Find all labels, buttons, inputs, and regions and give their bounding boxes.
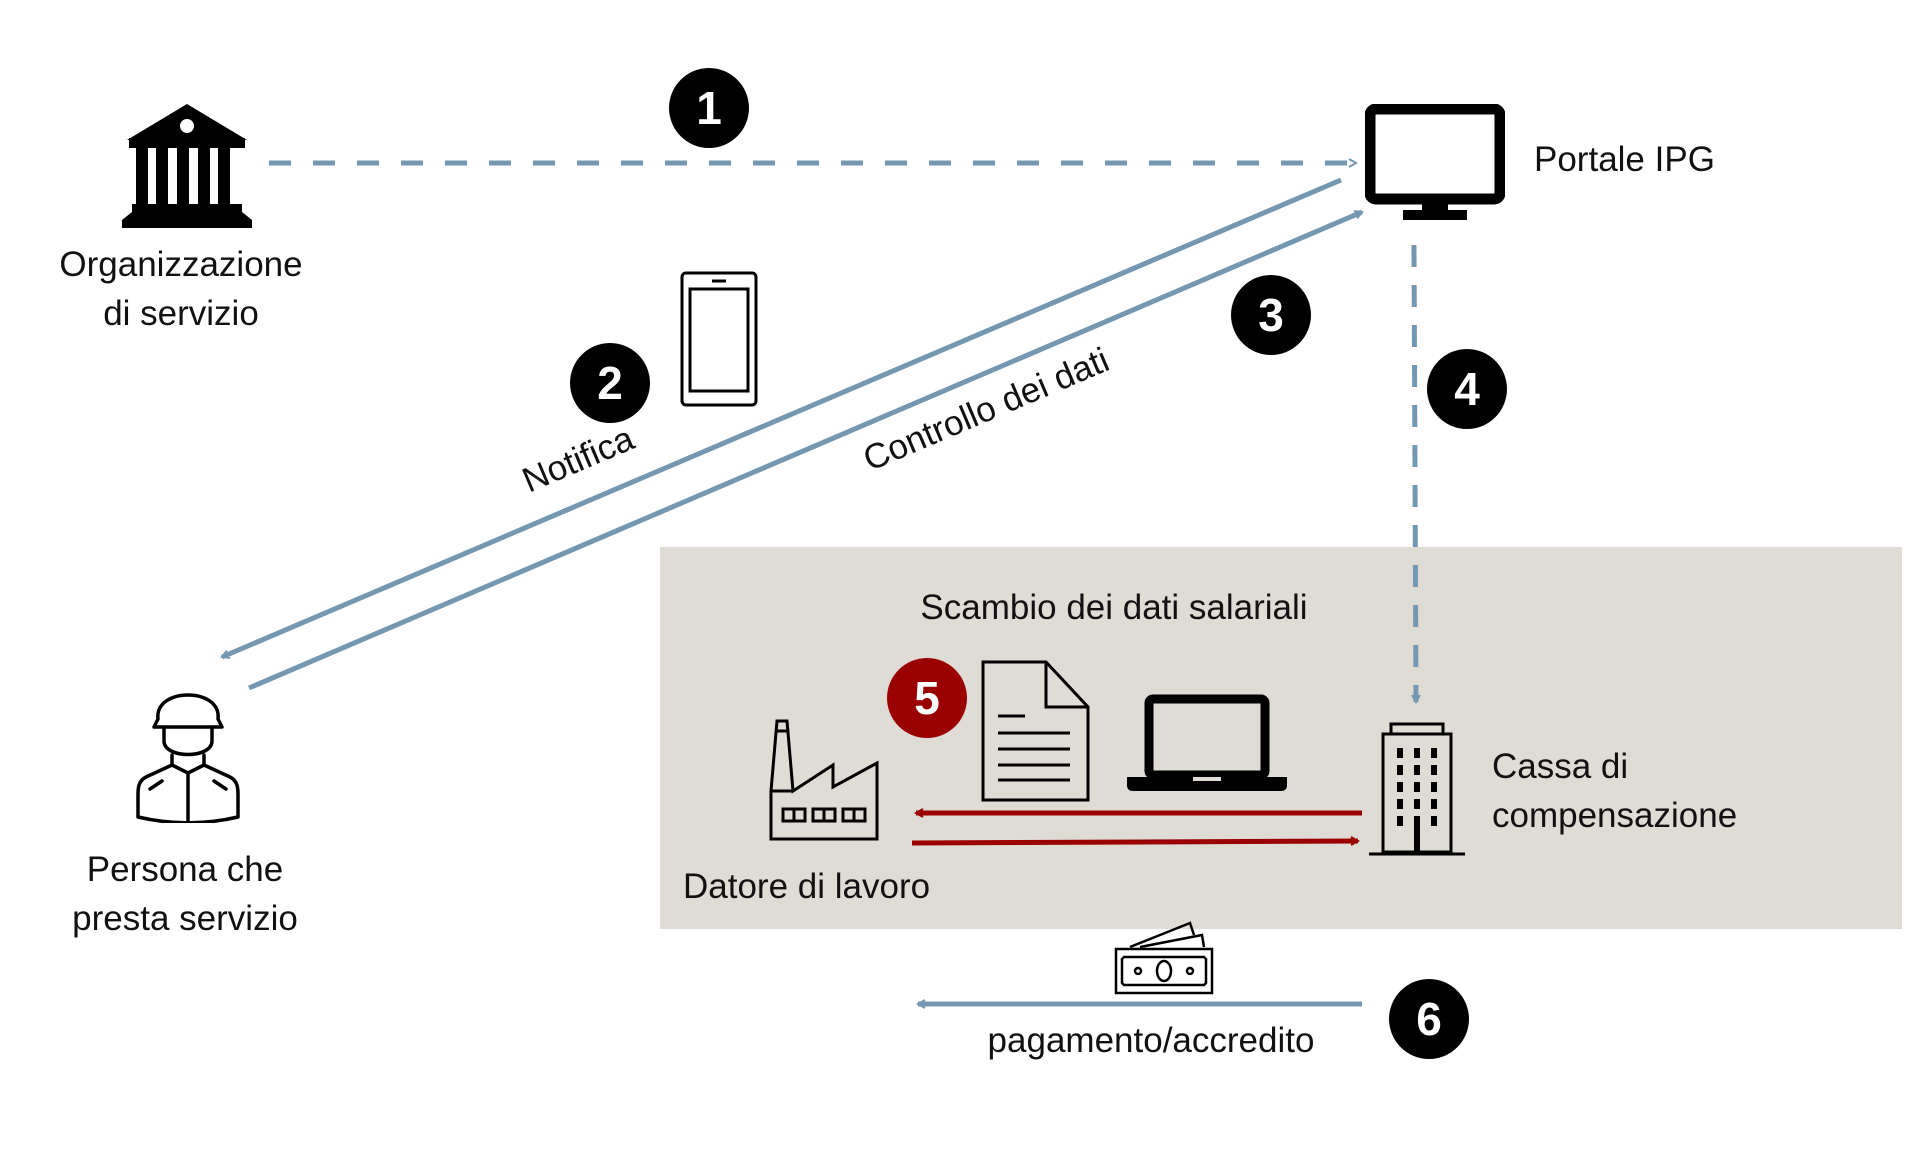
portal-label: Portale IPG	[1534, 140, 1715, 179]
arrow-step2-notification	[222, 177, 1342, 660]
smartphone-icon	[680, 271, 758, 407]
bank-icon	[122, 104, 252, 228]
arrow-employer-to-fund	[911, 841, 1358, 843]
step-badge-2: 2	[570, 343, 650, 423]
exchange-box-title: Scambio dei dati salariali	[920, 588, 1308, 627]
employer-label: Datore di lavoro	[683, 867, 931, 906]
laptop-icon	[1127, 694, 1287, 791]
compensation-fund-label-line1: Cassa di	[1492, 747, 1629, 786]
office-building-icon	[1369, 722, 1465, 856]
person-label: Persona che presta servizio	[72, 845, 298, 943]
arrow-step4-portal-to-fund	[1414, 244, 1416, 702]
service-org-label-line2: di servizio	[103, 294, 259, 333]
compensation-fund-label: Cassa di compensazione	[1492, 742, 1737, 840]
step-badge-5: 5	[887, 658, 967, 738]
step-badge-6: 6	[1389, 979, 1469, 1059]
step-badge-3: 3	[1231, 275, 1311, 355]
service-org-label: Organizzazione di servizio	[59, 240, 302, 338]
arrow-step3-data-check	[248, 209, 1362, 691]
payment-label: pagamento/accredito	[987, 1021, 1315, 1060]
step-badge-4: 4	[1427, 349, 1507, 429]
monitor-icon	[1365, 104, 1505, 220]
step-badge-1: 1	[669, 68, 749, 148]
soldier-icon	[136, 693, 240, 823]
compensation-fund-label-line2: compensazione	[1492, 796, 1738, 835]
person-label-line2: presta servizio	[72, 899, 298, 938]
factory-icon	[769, 719, 879, 841]
salary-data-exchange-box	[660, 547, 1902, 929]
person-label-line1: Persona che	[86, 850, 284, 889]
document-icon	[981, 660, 1090, 802]
banknote-icon	[1114, 921, 1214, 995]
service-org-label-line1: Organizzazione	[59, 245, 303, 284]
